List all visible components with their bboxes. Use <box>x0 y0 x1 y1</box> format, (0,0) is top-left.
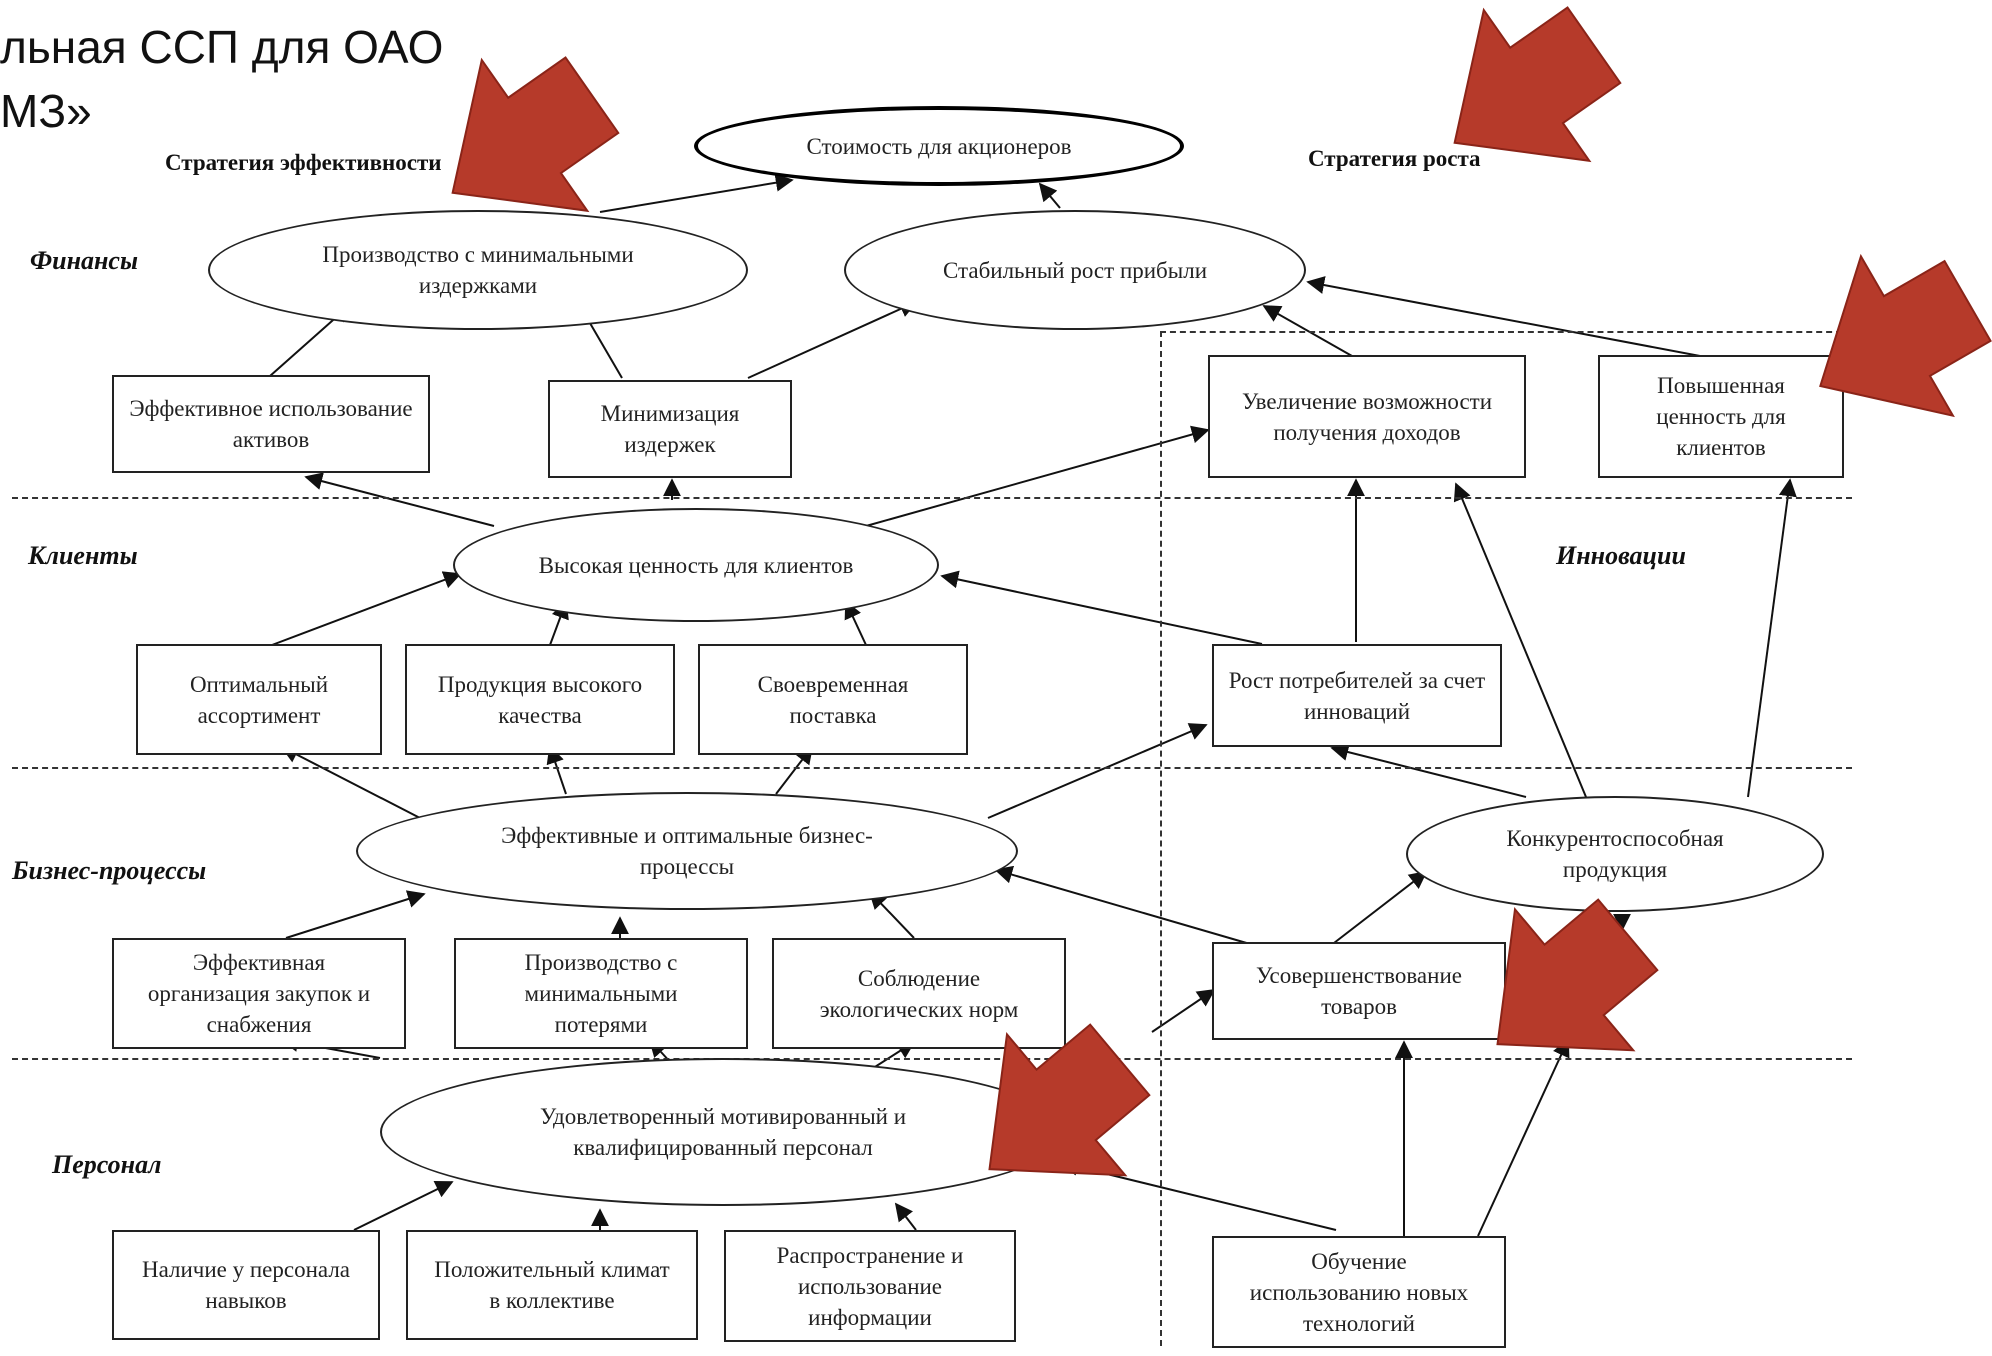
staff-skills-node: Наличие у персонала навыков <box>112 1230 380 1340</box>
perspective-finance: Финансы <box>30 246 139 275</box>
connector-arrow-25 <box>868 890 915 939</box>
highlight-arrow-2 <box>1453 6 1622 163</box>
connector-arrow-16 <box>280 746 421 819</box>
minimal-losses-node: Производство с минимальными потерями <box>454 938 748 1049</box>
high-quality-products-node: Продукция высокого качества <box>405 644 675 755</box>
connector-arrow-35 <box>894 1202 917 1231</box>
divider-innovation-left <box>1160 331 1162 1356</box>
ecology-node: Соблюдение экологических норм <box>772 938 1066 1049</box>
shareholder-value-node: Стоимость для акционеров <box>694 106 1184 186</box>
highlight-arrow-3 <box>1819 253 1992 418</box>
connector-arrow-23 <box>285 890 426 939</box>
connector-arrow-7 <box>1306 276 1701 357</box>
connector-arrow-22 <box>1747 478 1797 798</box>
connector-arrow-8 <box>304 472 495 527</box>
asset-use-node: Эффективное использование активов <box>112 375 430 473</box>
connector-arrow-31 <box>1151 988 1216 1033</box>
highlight-arrow-4 <box>988 1023 1151 1177</box>
information-use-node: Распространение и использование информац… <box>724 1230 1016 1342</box>
slide-title-line-2: МЗ» <box>0 85 92 137</box>
connector-arrow-5 <box>747 300 918 379</box>
perspective-business-processes: Бизнес-процессы <box>12 856 207 885</box>
technology-training-node: Обучение использованию новых технологий <box>1212 1236 1506 1348</box>
low-cost-production-node: Производство с минимальными издержками <box>208 210 748 330</box>
perspective-clients: Клиенты <box>28 541 138 570</box>
increased-client-value-node: Повышенная ценность для клиентов <box>1598 355 1844 478</box>
connector-arrow-11 <box>271 571 462 646</box>
highlight-arrow-1 <box>451 56 620 213</box>
timely-delivery-node: Своевременная поставка <box>698 644 968 755</box>
connector-arrow-33 <box>353 1181 454 1231</box>
divider-innovation-top <box>1160 331 1852 333</box>
competitive-product-node: Конкурентоспособная продукция <box>1406 796 1824 912</box>
divider-clients-business <box>12 767 1852 769</box>
highlight-arrow-5 <box>1496 898 1659 1052</box>
strategy-efficiency-label: Стратегия эффективности <box>165 150 442 175</box>
bottom-crop <box>0 1350 1992 1356</box>
business-processes-node: Эффективные и оптимальные бизнес-процесс… <box>356 792 1018 910</box>
perspective-innovation: Инновации <box>1556 541 1686 570</box>
connector-arrow-38 <box>1477 1038 1570 1237</box>
divider-business-personnel <box>12 1058 1852 1060</box>
connector-arrow-20 <box>1330 743 1527 798</box>
cost-minimization-node: Минимизация издержек <box>548 380 792 478</box>
strategy-growth-label: Стратегия роста <box>1308 146 1481 171</box>
high-client-value-node: Высокая ценность для клиентов <box>453 508 939 622</box>
optimal-assortment-node: Оптимальный ассортимент <box>136 644 382 755</box>
connector-arrow-2 <box>1038 182 1061 209</box>
connector-arrow-14 <box>940 570 1263 645</box>
satisfied-staff-node: Удовлетворенный мотивированный и квалифи… <box>380 1058 1066 1206</box>
stable-profit-growth-node: Стабильный рост прибыли <box>844 210 1306 330</box>
consumer-growth-node: Рост потребителей за счет инноваций <box>1212 644 1502 747</box>
revenue-opportunity-node: Увеличение возможности получения доходов <box>1208 355 1526 478</box>
connector-arrow-27 <box>1333 870 1428 944</box>
positive-climate-node: Положительный климат в коллективе <box>406 1230 698 1340</box>
connector-arrow-21 <box>1453 482 1587 798</box>
connector-arrow-19 <box>987 723 1208 819</box>
connector-arrow-10 <box>865 425 1210 527</box>
divider-finance-clients <box>12 497 1852 499</box>
slide-title-line-1: льная ССП для ОАО <box>0 21 444 73</box>
connector-arrow-1 <box>599 173 794 213</box>
connector-arrow-26 <box>994 865 1251 945</box>
procurement-node: Эффективная организация закупок и снабже… <box>112 938 406 1049</box>
perspective-personnel: Персонал <box>52 1150 162 1179</box>
